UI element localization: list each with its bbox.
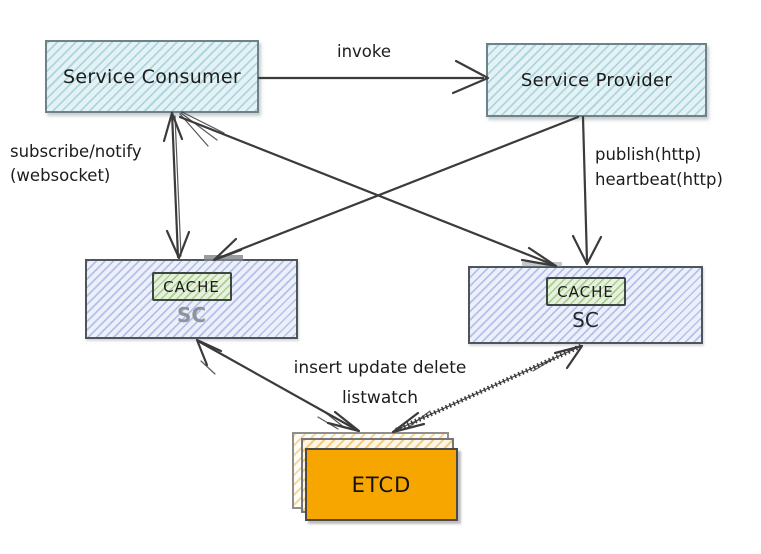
edge-invoke (257, 59, 490, 95)
subscribe-label-line1: subscribe/notify (10, 142, 142, 161)
subscribe-arrowhead-up (162, 111, 184, 143)
etcd-ops-label-line2: listwatch (341, 388, 419, 408)
scleft-etcd-sketch-a (200, 360, 216, 375)
cache-box-left: CACHE (151, 272, 232, 301)
edge-label-invoke: invoke (336, 42, 392, 61)
publish-label-line2: heartbeat(http) (595, 170, 723, 189)
provider-scleft-arrowhead (212, 237, 243, 262)
sc-left-label: SC (176, 303, 207, 327)
subscribe-arrowhead-down (165, 229, 191, 260)
cache-left-label: CACHE (163, 277, 220, 296)
consumer-scright-arrowhead (520, 246, 558, 268)
subscribe-line-b (174, 115, 182, 257)
subscribe-line-a (170, 111, 180, 259)
publish-arrowhead (571, 234, 603, 266)
etcd-ops-label-line1: insert update delete (293, 358, 467, 378)
node-sc-right: CACHE SC (468, 266, 703, 344)
edge-consumer-to-sc-right (178, 115, 558, 268)
scright-etcd-arrowhead-up (553, 344, 584, 370)
cache-box-right: CACHE (545, 277, 626, 306)
scright-etcd-sketch-b (405, 410, 431, 430)
node-etcd: ETCD (305, 448, 458, 521)
scleft-etcd-arrowhead-up (195, 338, 223, 367)
consumer-scright-line (178, 115, 556, 267)
cache-right-label: CACHE (557, 282, 614, 301)
edge-label-subscribe: subscribe/notify (websocket) (10, 140, 142, 188)
edge-label-publish: publish(http) heartbeat(http) (595, 142, 723, 192)
edge-provider-to-sc-left (212, 115, 580, 262)
subscribe-label-line2: (websocket) (10, 166, 111, 185)
scright-etcd-sketch-a (532, 358, 554, 372)
publish-line (581, 115, 589, 264)
scright-etcd-arrowhead-down (391, 411, 426, 434)
etcd-label: ETCD (351, 472, 412, 497)
provider-scleft-line (214, 115, 580, 261)
invoke-arrowhead (451, 59, 490, 95)
sc-right-label: SC (572, 308, 599, 332)
node-service-consumer: Service Consumer (45, 40, 259, 113)
scleft-etcd-arrowhead-down (326, 410, 361, 433)
edge-label-etcd-ops: insert update delete listwatch (272, 353, 488, 413)
edge-subscribe-notify (162, 111, 225, 260)
sketch-strokes-consumer (179, 111, 225, 147)
service-consumer-label: Service Consumer (63, 65, 241, 88)
publish-label-line1: publish(http) (595, 145, 702, 164)
service-provider-label: Service Provider (520, 69, 673, 91)
node-service-provider: Service Provider (486, 43, 707, 117)
node-sc-left: CACHE SC (85, 259, 298, 339)
